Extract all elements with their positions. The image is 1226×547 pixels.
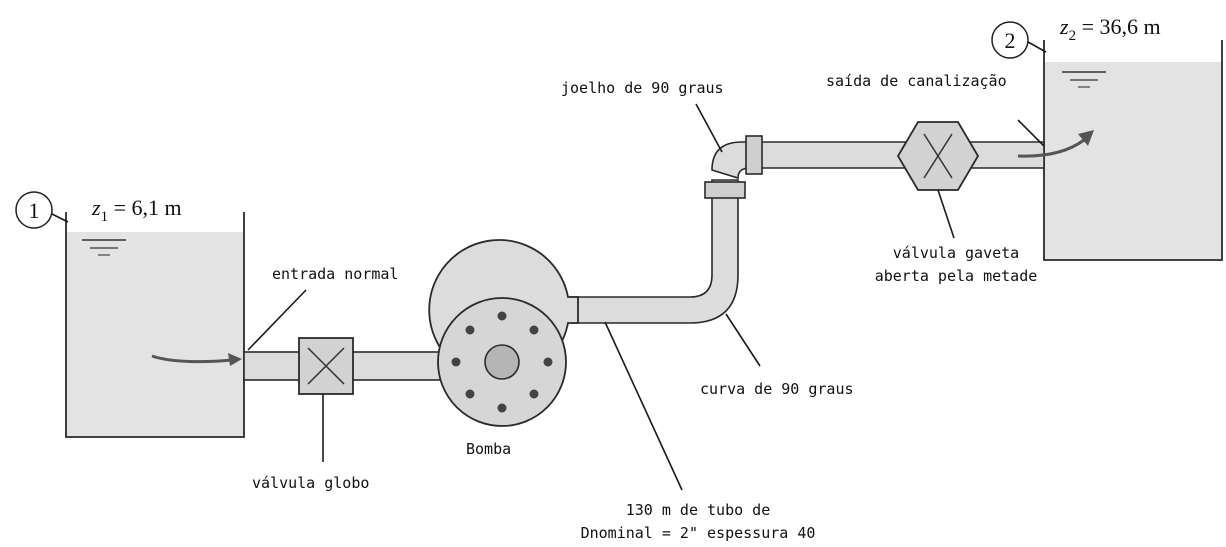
bend-label: curva de 90 graus (700, 380, 854, 398)
tank-2-water-level-icon (1062, 71, 1106, 88)
tank-1-elevation: z1 = 6,1 m (91, 195, 182, 225)
tank-2-water (1044, 62, 1222, 260)
tank-2-elevation: z2 = 36,6 m (1059, 14, 1161, 44)
tank-1-flow-arrow (151, 353, 242, 366)
gate-valve-label-line2: aberta pela metade (875, 267, 1038, 285)
pipe-label-line1: 130 m de tubo de (626, 501, 771, 519)
tank-1-number: 1 (29, 198, 40, 223)
tank-1 (65, 212, 245, 438)
discharge-pipe (571, 179, 739, 324)
tank-1-water (66, 232, 244, 437)
globe-valve-label: válvula globo (252, 474, 369, 492)
pump-shaft (484, 344, 520, 380)
tank-2-flow-arrow (1017, 130, 1094, 158)
bend-leader (725, 313, 761, 367)
inlet-label: entrada normal (272, 265, 398, 283)
inlet-leader (247, 289, 307, 351)
tank-1-water-level-icon (82, 239, 126, 256)
gate-valve (896, 121, 980, 191)
tank-1-number-circle (15, 191, 53, 229)
pipe-label-line2: Dnominal = 2" espessura 40 (581, 524, 816, 542)
gate-valve-leader (937, 189, 955, 239)
globe-valve (298, 337, 354, 395)
elbow-label: joelho de 90 graus (561, 79, 724, 97)
tank-2 (1043, 40, 1223, 261)
pipe-leader (604, 321, 683, 491)
leader-lines (247, 103, 1045, 491)
tank-2-number: 2 (1005, 28, 1016, 53)
tank-1-walls (65, 212, 245, 438)
elbow-flange-lower (704, 181, 746, 199)
pump-bolts (451, 311, 553, 413)
pump (428, 239, 579, 427)
tank-2-pointer (1027, 41, 1047, 53)
tank-2-number-circle (991, 21, 1029, 59)
elbow-leader (695, 103, 723, 153)
tank-1-pointer (51, 213, 69, 223)
pump-label: Bomba (466, 440, 511, 458)
outlet-leader (1017, 119, 1045, 147)
elbow-flange-upper (745, 135, 763, 175)
gate-valve-label-line1: válvula gaveta (893, 244, 1019, 262)
outlet-label: saída de canalização (826, 72, 1007, 90)
